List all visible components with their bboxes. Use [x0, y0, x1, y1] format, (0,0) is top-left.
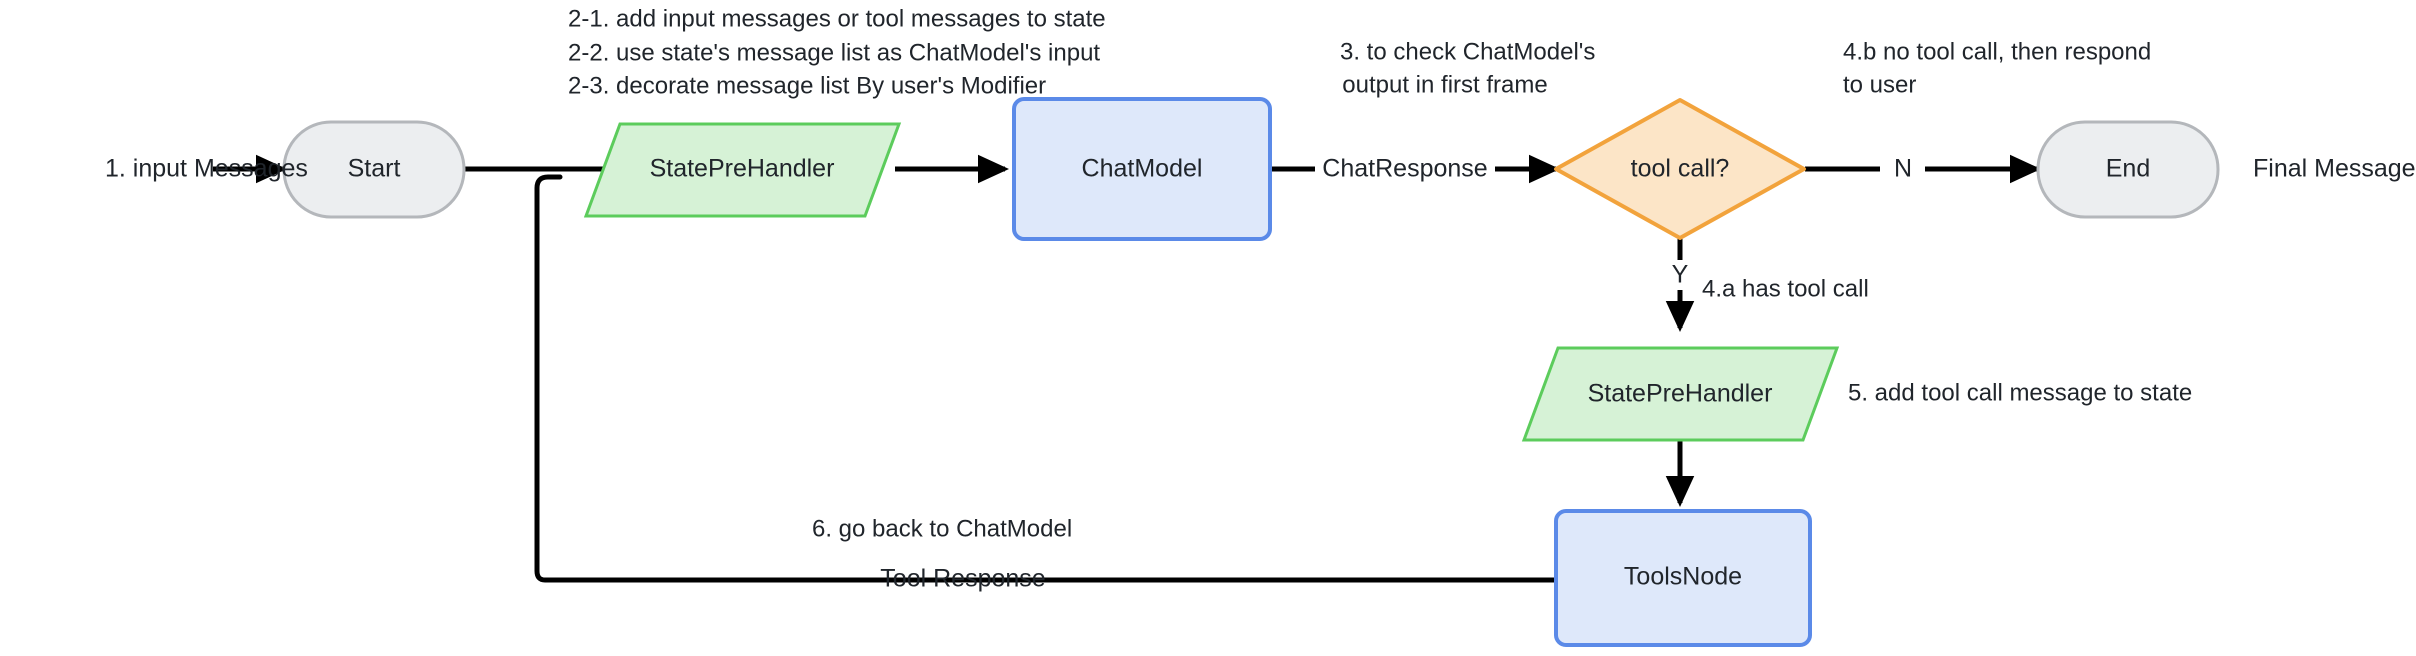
note-step4b-line2: to user: [1843, 71, 1916, 98]
node-tools-node[interactable]: ToolsNode: [1554, 509, 1812, 647]
node-chat-model-label: ChatModel: [1082, 155, 1203, 183]
node-state-pre-handler-top[interactable]: StatePreHandler: [583, 122, 902, 218]
node-chat-model[interactable]: ChatModel: [1012, 97, 1272, 241]
edge-label-input-messages: 1. input Messages: [105, 155, 308, 183]
node-state-pre-handler-top-label: StatePreHandler: [650, 155, 835, 183]
node-tools-node-label: ToolsNode: [1624, 563, 1742, 591]
node-tool-call-decision[interactable]: tool call?: [1554, 98, 1806, 240]
note-step3-line1: 3. to check ChatModel's: [1340, 38, 1595, 65]
note-step2-line1: 2-1. add input messages or tool messages…: [568, 5, 1106, 32]
edge-label-chat-response: ChatResponse: [1322, 155, 1487, 183]
node-end-label: End: [2106, 155, 2150, 183]
edge-label-final-message: Final Message: [2253, 155, 2416, 183]
node-end[interactable]: End: [2036, 120, 2220, 219]
node-start[interactable]: Start: [282, 120, 466, 219]
node-state-pre-handler-bottom[interactable]: StatePreHandler: [1521, 346, 1840, 442]
note-step4b-line1: 4.b no tool call, then respond: [1843, 38, 2151, 65]
node-start-label: Start: [348, 155, 401, 183]
edge-label-branch-no: N: [1894, 155, 1912, 183]
node-tool-call-decision-label: tool call?: [1631, 155, 1730, 183]
node-state-pre-handler-bottom-label: StatePreHandler: [1588, 380, 1773, 408]
note-step5: 5. add tool call message to state: [1848, 379, 2192, 406]
edge-label-tool-response: Tool Response: [880, 565, 1045, 593]
note-step3-line2: output in first frame: [1342, 71, 1547, 98]
note-step2-line2: 2-2. use state's message list as ChatMod…: [568, 39, 1100, 66]
edge-toolsnode-return-loop: [534, 174, 1559, 583]
note-step2-line3: 2-3. decorate message list By user's Mod…: [568, 72, 1046, 99]
note-step6: 6. go back to ChatModel: [812, 515, 1072, 542]
edge-label-branch-yes: Y: [1672, 261, 1689, 289]
note-step4a: 4.a has tool call: [1702, 275, 1869, 302]
